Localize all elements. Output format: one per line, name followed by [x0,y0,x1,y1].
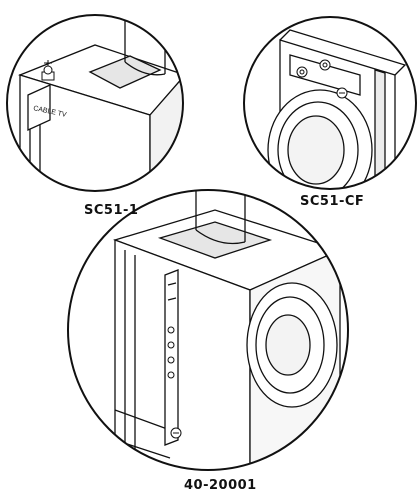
caption-40-20001: 40-20001 [184,478,257,493]
ground-screw-icon [336,87,348,99]
ground-screw-icon [170,427,182,439]
caption-sc51-1: SC51-1 [84,203,139,218]
coax-connector-icon [167,326,175,379]
figure-sc51-1: CABLE TV [6,14,184,192]
figure-sc51-cf [243,16,417,190]
coax-connector-icon [41,60,55,81]
caption-sc51-cf: SC51-CF [300,194,365,209]
figure-40-20001 [67,189,349,471]
coax-connector-icon [296,59,331,78]
